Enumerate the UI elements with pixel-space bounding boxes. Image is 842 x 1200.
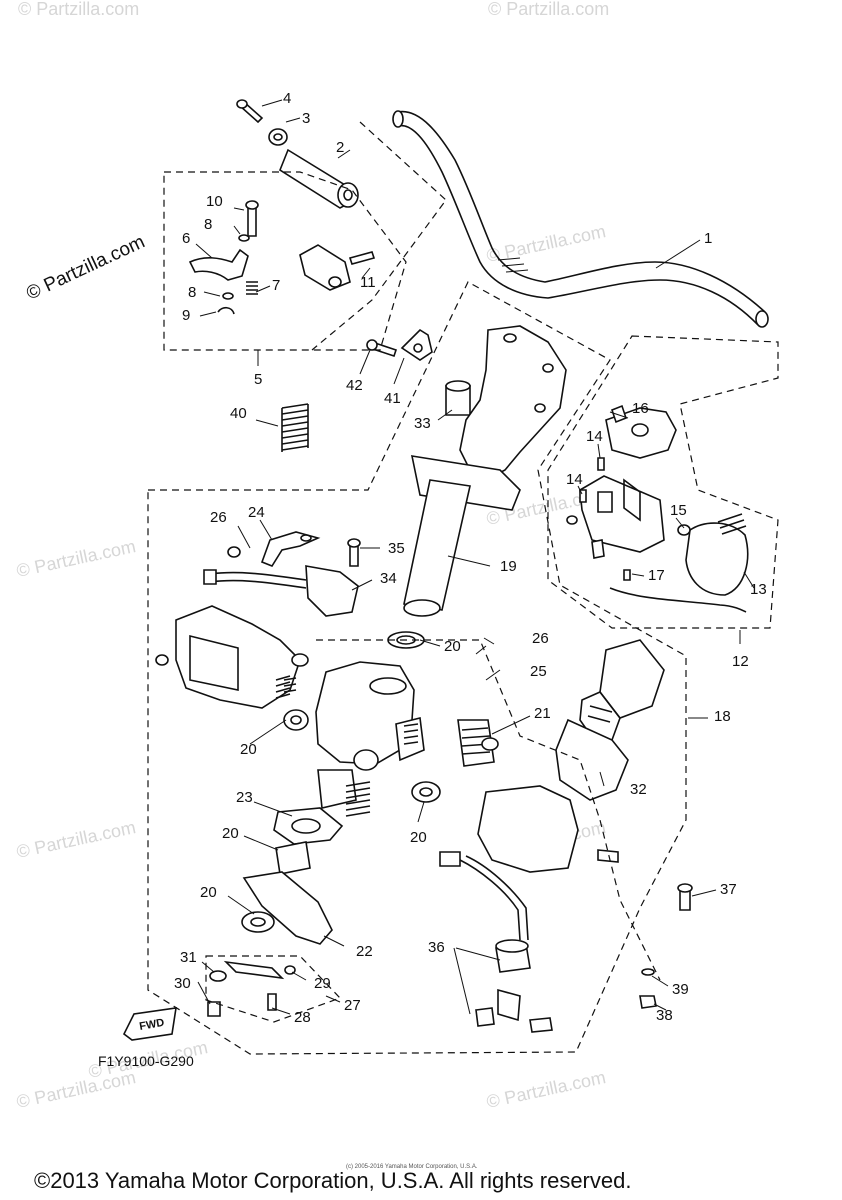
callout-4: 4 (283, 90, 291, 107)
callout-38: 38 (656, 1007, 673, 1024)
callout-42: 42 (346, 377, 363, 394)
callout-22: 22 (356, 943, 373, 960)
callout-6: 6 (182, 230, 190, 247)
callout-1: 1 (704, 230, 712, 247)
callout-20d: 20 (410, 829, 427, 846)
group-outline-27 (205, 955, 342, 1023)
callout-37: 37 (720, 881, 737, 898)
callout-13: 13 (750, 581, 767, 598)
callout-2: 2 (336, 139, 344, 156)
callout-26a: 26 (210, 509, 227, 526)
throttle-housing (155, 605, 309, 731)
callout-34: 34 (380, 570, 397, 587)
group-outline-12 (547, 335, 779, 629)
callout-14b: 14 (566, 471, 583, 488)
control-unit (411, 639, 665, 873)
switch-assembly (566, 404, 749, 613)
group-outline-5 (163, 171, 407, 351)
callout-3: 3 (302, 110, 310, 127)
callout-41: 41 (384, 390, 401, 407)
watermark: © Partzilla.com (18, 0, 139, 19)
callout-21: 21 (534, 705, 551, 722)
callout-15: 15 (670, 502, 687, 519)
fasteners-37-39 (639, 883, 693, 1009)
lower-bracket (241, 871, 333, 945)
link-assembly (207, 960, 296, 1017)
sensor-36 (459, 855, 553, 1033)
callout-20a: 20 (444, 638, 461, 655)
callout-30: 30 (174, 975, 191, 992)
watermark: © Partzilla.com (488, 0, 609, 19)
callout-35: 35 (388, 540, 405, 557)
callout-20e: 20 (200, 884, 217, 901)
callout-5: 5 (254, 371, 262, 388)
group-outlines (147, 121, 779, 1055)
diagram-code: F1Y9100-G290 (98, 1053, 194, 1069)
callout-26b: 26 (532, 630, 549, 647)
callout-28: 28 (294, 1009, 311, 1026)
callout-20b: 20 (240, 741, 257, 758)
group-outline-main (147, 281, 687, 1055)
leader-lines (195, 99, 755, 1015)
callout-9: 9 (182, 307, 190, 324)
callout-31: 31 (180, 949, 197, 966)
callout-18: 18 (714, 708, 731, 725)
fwd-arrow: FWD (122, 1007, 177, 1041)
callout-29: 29 (314, 975, 331, 992)
callout-23: 23 (236, 789, 253, 806)
callout-16: 16 (632, 400, 649, 417)
grip-end-screw (236, 99, 288, 146)
gear-plate (273, 807, 344, 875)
watermark: © Partzilla.com (485, 1067, 608, 1112)
switch-bracket (203, 531, 361, 617)
callout-10: 10 (206, 193, 223, 210)
group-outline-1 (311, 121, 447, 351)
callout-36: 36 (428, 939, 445, 956)
callout-40: 40 (230, 405, 247, 422)
watermark: © Partzilla.com (15, 536, 138, 581)
callout-19: 19 (500, 558, 517, 575)
callout-11: 11 (360, 274, 376, 291)
callout-8b: 8 (188, 284, 196, 301)
callouts: 1 2 3 4 5 6 7 8 8 9 10 11 12 13 14 14 15… (174, 90, 767, 1026)
handlebar (392, 110, 769, 328)
callout-7: 7 (272, 277, 280, 294)
callout-24: 24 (248, 504, 265, 521)
brake-lever-assembly (188, 200, 376, 315)
bushing-33 (445, 380, 471, 416)
callout-17: 17 (648, 567, 665, 584)
steering-column (403, 325, 567, 617)
callout-25: 25 (530, 663, 547, 680)
callout-8a: 8 (204, 216, 212, 233)
callout-14a: 14 (586, 428, 603, 445)
throttle-body (283, 631, 425, 817)
callout-12: 12 (732, 653, 749, 670)
copyright-notice: ©2013 Yamaha Motor Corporation, U.S.A. A… (34, 1168, 631, 1193)
grip (279, 148, 359, 209)
small-copyright: (c) 2005-2016 Yamaha Motor Corporation, … (346, 1164, 478, 1170)
spring-40 (281, 403, 309, 452)
callout-27: 27 (344, 997, 361, 1014)
watermark: © Partzilla.com (15, 817, 138, 862)
callout-32: 32 (630, 781, 647, 798)
partzilla-watermark: © Partzilla.com (23, 231, 148, 304)
clamp-bolt (366, 328, 433, 361)
callout-33: 33 (414, 415, 431, 432)
fwd-label: FWD (138, 1017, 165, 1033)
callout-39: 39 (672, 981, 689, 998)
callout-20c: 20 (222, 825, 239, 842)
